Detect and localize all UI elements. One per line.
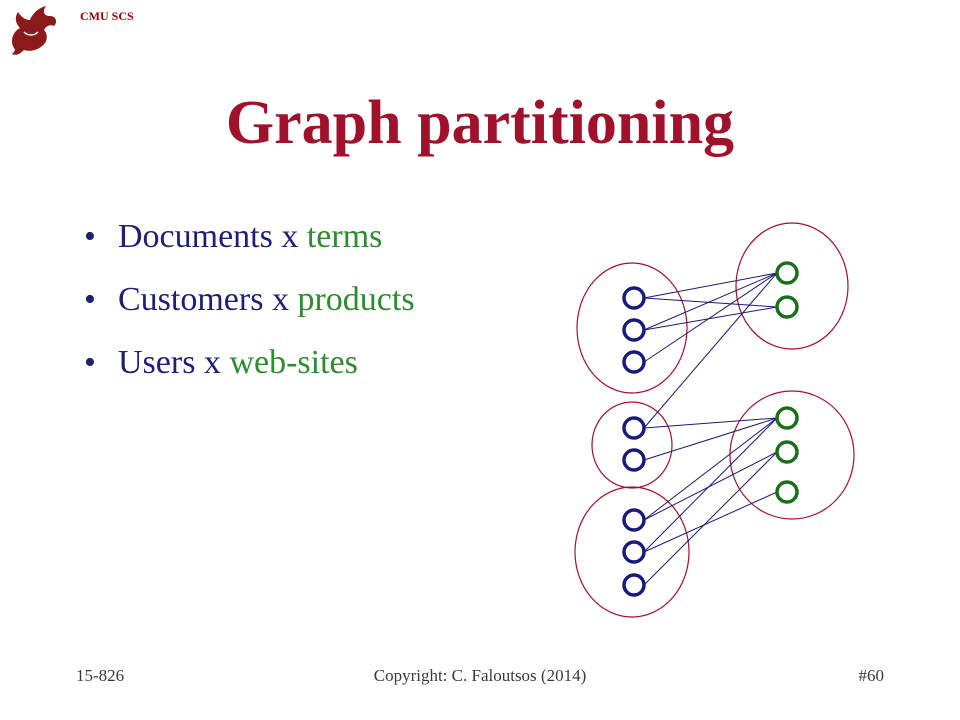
bullet-dot: • — [84, 218, 96, 255]
graph-edge — [643, 417, 778, 553]
bullet-item: • Documents x terms — [84, 220, 415, 254]
bullet-object: Documents x — [118, 218, 299, 255]
right-node — [775, 406, 799, 430]
bullet-attribute: web-sites — [229, 344, 358, 381]
left-node — [622, 540, 646, 564]
left-node — [622, 573, 646, 597]
graph-edge — [643, 297, 778, 308]
left-node — [622, 318, 646, 342]
bullet-item: • Users x web-sites — [84, 346, 415, 380]
graph-edge — [643, 272, 778, 363]
footer-slide-number: #60 — [858, 666, 885, 685]
graph-edge — [643, 491, 778, 553]
bullet-item: • Customers x products — [84, 283, 415, 317]
slide-title: Graph partitioning — [225, 89, 735, 157]
left-node — [622, 448, 646, 472]
left-node — [622, 416, 646, 440]
footer-course: 15-826 — [76, 666, 125, 685]
graph-edge — [643, 417, 778, 461]
graph-edge — [643, 417, 778, 521]
graph-edge — [643, 306, 778, 331]
right-partition-group — [729, 390, 855, 520]
left-partition-group — [591, 401, 673, 489]
graph-edge — [643, 451, 778, 521]
bullet-dot: • — [84, 344, 96, 381]
bullet-object: Customers x — [118, 281, 289, 318]
graph-edge — [643, 272, 778, 331]
bullet-dot: • — [84, 281, 96, 318]
right-partition-group — [735, 222, 849, 350]
graph-edge — [643, 272, 778, 429]
dragon-icon — [12, 6, 57, 55]
right-node — [775, 261, 799, 285]
graph-edge — [643, 417, 778, 429]
bullet-list: • Documents x terms • Customers x produc… — [84, 220, 415, 409]
right-node — [775, 440, 799, 464]
bullet-attribute: products — [297, 281, 415, 318]
bullet-object: Users x — [118, 344, 221, 381]
bullet-attribute: terms — [306, 218, 383, 255]
footer-copyright: Copyright: C. Faloutsos (2014) — [373, 666, 587, 685]
left-node — [622, 286, 646, 310]
graph-edge — [643, 451, 778, 586]
dept-label: CMU SCS — [80, 9, 134, 23]
right-node — [775, 480, 799, 504]
graph-edge — [643, 272, 778, 299]
left-partition-group — [576, 262, 688, 394]
right-node — [775, 295, 799, 319]
left-partition-group — [574, 486, 690, 618]
left-node — [622, 508, 646, 532]
left-node — [622, 350, 646, 374]
